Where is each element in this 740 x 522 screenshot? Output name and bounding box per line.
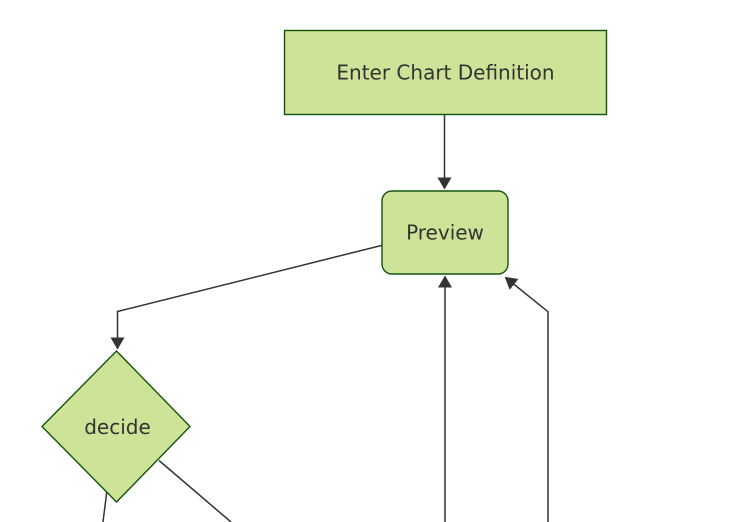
edge-decide-to-offscreen-left [102,489,108,522]
node-enter-chart-definition: Enter Chart Definition [283,29,608,116]
diamond-shape [41,349,191,504]
node-label: decide [84,415,151,439]
rectangle-shape [283,29,608,116]
edge-return-to-preview-corner [504,276,549,522]
rounded-rectangle-shape [381,190,509,275]
edge-preview-to-decide [110,244,383,350]
edge-decide-to-offscreen-right [158,459,232,522]
node-layer: Enter Chart Definition Preview decide [41,29,608,504]
edge-layer [102,115,549,522]
node-decide: decide [41,349,191,504]
node-label: Preview [406,221,484,245]
node-label: Enter Chart Definition [336,61,554,85]
node-preview: Preview [381,190,509,275]
